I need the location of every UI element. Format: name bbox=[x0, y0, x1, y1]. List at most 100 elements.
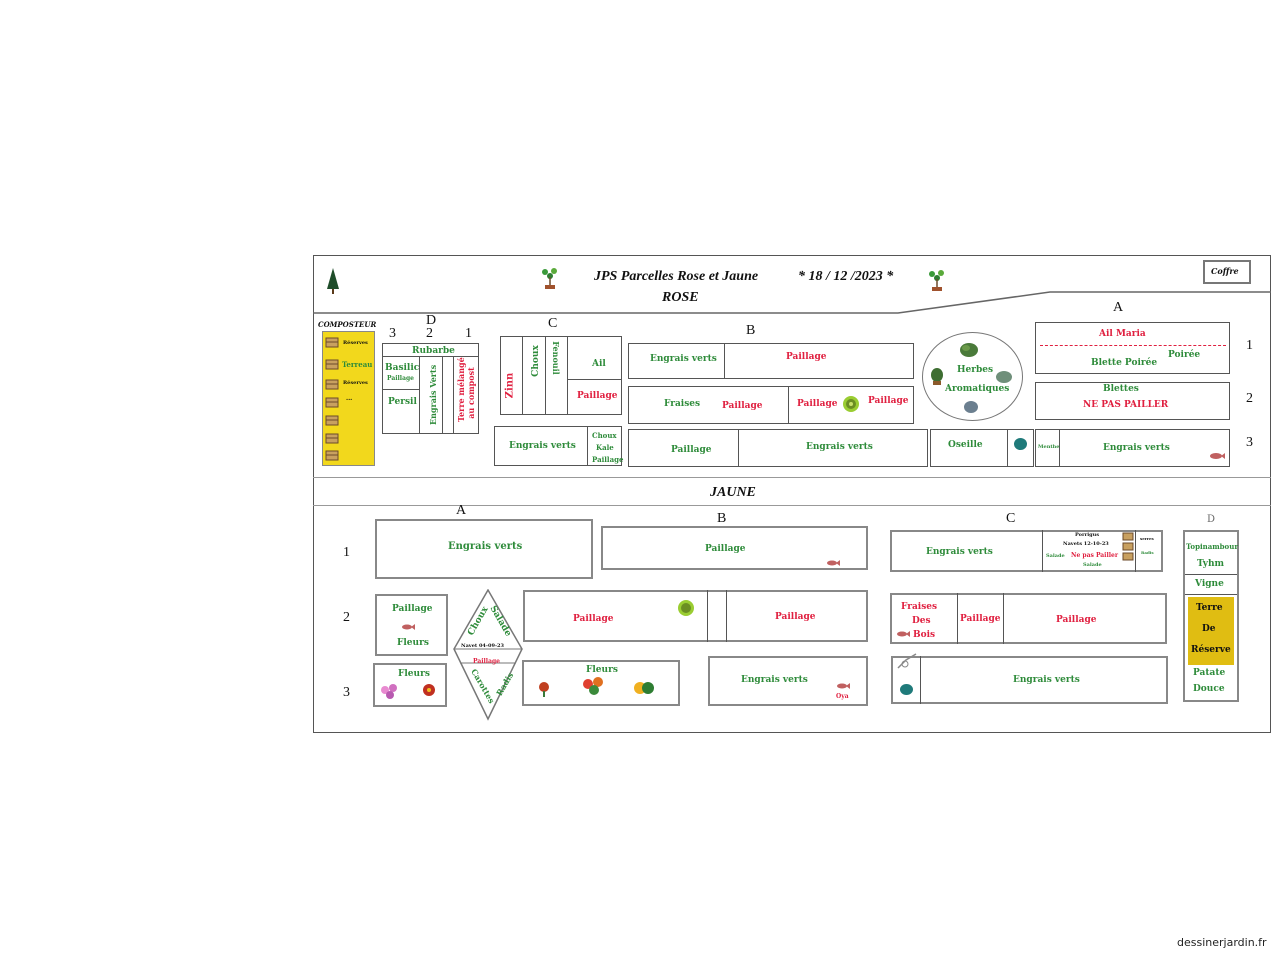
rose-a-header: A bbox=[1113, 300, 1124, 315]
flowerpot-icon bbox=[929, 270, 944, 291]
coffre-label: Coffre bbox=[1211, 266, 1239, 276]
ja2-fleurs-label: Fleurs bbox=[397, 638, 429, 648]
ne-pas-pailler-label: NE PAS PAILLER bbox=[1083, 400, 1169, 410]
zinn-label: Zinn bbox=[504, 372, 516, 399]
jaune-a-row-2 bbox=[375, 594, 448, 656]
jaune-row-3: 3 bbox=[343, 685, 350, 700]
compost-bin-label: Réserves bbox=[343, 340, 368, 346]
compost-bin-icon bbox=[325, 450, 339, 461]
compost-bin-label: ... bbox=[346, 395, 353, 402]
c-salade2-label: Salade bbox=[1083, 562, 1102, 568]
compost-bin-icon bbox=[325, 415, 339, 426]
jaune-d-header: D bbox=[1207, 514, 1216, 525]
rose-row-3: 3 bbox=[1246, 435, 1253, 450]
herbes-label: Herbes bbox=[957, 365, 994, 375]
jaune-a-row-3 bbox=[373, 663, 447, 707]
c-tiny-label-2: Radis bbox=[1141, 550, 1154, 555]
persil-label: Persil bbox=[388, 397, 417, 407]
jaune-c-row-2 bbox=[890, 593, 1167, 644]
navets-label: Navets 12-10-23 bbox=[1063, 541, 1109, 547]
oya-label: Oya bbox=[836, 693, 849, 700]
menthe-label: Menthe bbox=[1038, 444, 1060, 450]
jaune-a-header: A bbox=[456, 503, 467, 518]
rose-d-header: D bbox=[426, 313, 437, 328]
lettuce-icon bbox=[678, 600, 694, 616]
thym-label: Tyhm bbox=[1197, 559, 1225, 569]
oseille-label: Oseille bbox=[948, 440, 983, 450]
compost-bin-icon bbox=[325, 433, 339, 444]
b3-paillage-label: Paillage bbox=[671, 445, 712, 455]
poiree-label: Poirée bbox=[1168, 350, 1201, 360]
jc2-paillage-right-label: Paillage bbox=[1056, 615, 1097, 625]
aromatiques-label: Aromatiques bbox=[945, 384, 1010, 394]
jaune-c-header: C bbox=[1006, 511, 1016, 526]
patate-douce-1: Patate bbox=[1193, 668, 1226, 678]
ja1-engrais-verts-label: Engrais verts bbox=[448, 541, 523, 552]
jaune-divider-top bbox=[313, 477, 1271, 478]
ail-maria-label: Ail Maria bbox=[1099, 329, 1146, 339]
rose-b-row-2 bbox=[628, 386, 914, 424]
rose-b-row-3 bbox=[628, 429, 928, 467]
jc1-engrais-verts-label: Engrais verts bbox=[926, 547, 993, 557]
b2-paillage-c-label: Paillage bbox=[868, 396, 909, 406]
jaune-b-row-2 bbox=[523, 590, 868, 642]
rose-d-col-1: 1 bbox=[465, 326, 472, 341]
rubarbe-label: Rubarbe bbox=[412, 346, 455, 356]
d-engrais-verts-label: Engrais Verts bbox=[428, 364, 438, 425]
b3-engrais-verts-label: Engrais verts bbox=[806, 442, 873, 452]
jc2-paillage-left-label: Paillage bbox=[960, 614, 1001, 624]
diamond-paillage-label: Paillage bbox=[473, 658, 500, 665]
compost-bin-label: Réserves bbox=[343, 380, 368, 386]
watermark[interactable]: dessinerjardin.fr bbox=[1177, 936, 1267, 949]
jc3-engrais-verts-label: Engrais verts bbox=[1013, 675, 1080, 685]
rose-b-header: B bbox=[746, 323, 756, 338]
jaune-b-header: B bbox=[717, 511, 727, 526]
flowers-icon bbox=[423, 684, 435, 696]
jaune-a-row-1 bbox=[375, 519, 593, 579]
c-ne-pas-pailler-label: Ne pas Pailler bbox=[1071, 552, 1118, 559]
fish-icon bbox=[827, 560, 840, 566]
poireaux-label: Porrigus bbox=[1075, 532, 1100, 538]
blette-poiree-label: Blette Poirée bbox=[1091, 358, 1158, 368]
c-salade-label: Salade bbox=[1046, 553, 1065, 559]
blettes-label: Blettes bbox=[1103, 384, 1139, 394]
fish-icon bbox=[897, 631, 910, 637]
rose-a-row-1 bbox=[1035, 322, 1230, 374]
a3-engrais-verts-label: Engrais verts bbox=[1103, 443, 1170, 453]
terre-de-reserve-box bbox=[1188, 597, 1234, 665]
jb3-fleurs-label: Fleurs bbox=[586, 665, 618, 675]
jaune-b-row-1 bbox=[601, 526, 868, 570]
b1-engrais-verts-label: Engrais verts bbox=[650, 354, 717, 364]
basilic-label: Basilic bbox=[385, 363, 420, 373]
herb-icon bbox=[996, 371, 1012, 383]
ja2-paillage-label: Paillage bbox=[392, 604, 433, 614]
jaune-row-2: 2 bbox=[343, 610, 350, 625]
rose-a-row-2 bbox=[1035, 382, 1230, 420]
herb-icon bbox=[931, 368, 943, 385]
herb-icon bbox=[964, 401, 978, 413]
rose-c-bed-2 bbox=[494, 426, 622, 466]
topinambour-label: Topinambour bbox=[1186, 542, 1239, 551]
herb-icon bbox=[960, 343, 978, 357]
compost-bin-icon bbox=[325, 337, 339, 348]
fraises-des-bois-3: Bois bbox=[913, 630, 936, 640]
compost-bin-icon bbox=[325, 397, 339, 408]
fish-icon bbox=[402, 624, 415, 630]
fraises-label: Fraises bbox=[664, 399, 701, 409]
flowers-icon bbox=[539, 682, 549, 697]
compost-bin-label: Terreau bbox=[342, 360, 373, 369]
page-title: JPS Parcelles Rose et Jaune bbox=[594, 269, 759, 284]
au-compost-label: au compost bbox=[466, 367, 476, 419]
diamond-bed bbox=[453, 589, 523, 721]
c-engrais-verts-label: Engrais verts bbox=[509, 441, 576, 451]
rose-row-1: 1 bbox=[1246, 338, 1253, 353]
b1-paillage-label: Paillage bbox=[786, 352, 827, 362]
jaune-label: JAUNE bbox=[710, 485, 756, 500]
flowers-icon bbox=[381, 684, 397, 699]
flowers-icon bbox=[634, 682, 654, 694]
vigne-label: Vigne bbox=[1195, 579, 1224, 589]
b2-paillage-a-label: Paillage bbox=[722, 401, 763, 411]
lettuce-icon bbox=[843, 396, 859, 412]
jb2-paillage-right-label: Paillage bbox=[775, 612, 816, 622]
kale-label: Kale bbox=[596, 443, 614, 452]
